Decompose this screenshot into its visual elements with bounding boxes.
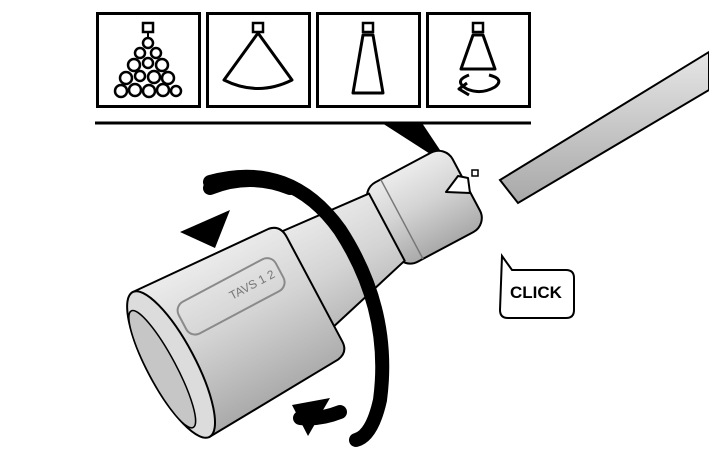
selected-mode-marker-icon [445, 169, 479, 194]
nozzle-body [126, 149, 483, 439]
jet-spray-mode-icon [316, 12, 421, 108]
lance-tube [498, 50, 709, 205]
rotate-arrow-icon[interactable] [180, 169, 390, 447]
click-callout-text: CLICK [510, 283, 562, 302]
rotating-spray-mode-icon [426, 12, 531, 108]
click-callout-bubble [498, 253, 575, 319]
fan-spray-mode-icon [206, 12, 311, 108]
foam-mode-icon [96, 12, 201, 108]
